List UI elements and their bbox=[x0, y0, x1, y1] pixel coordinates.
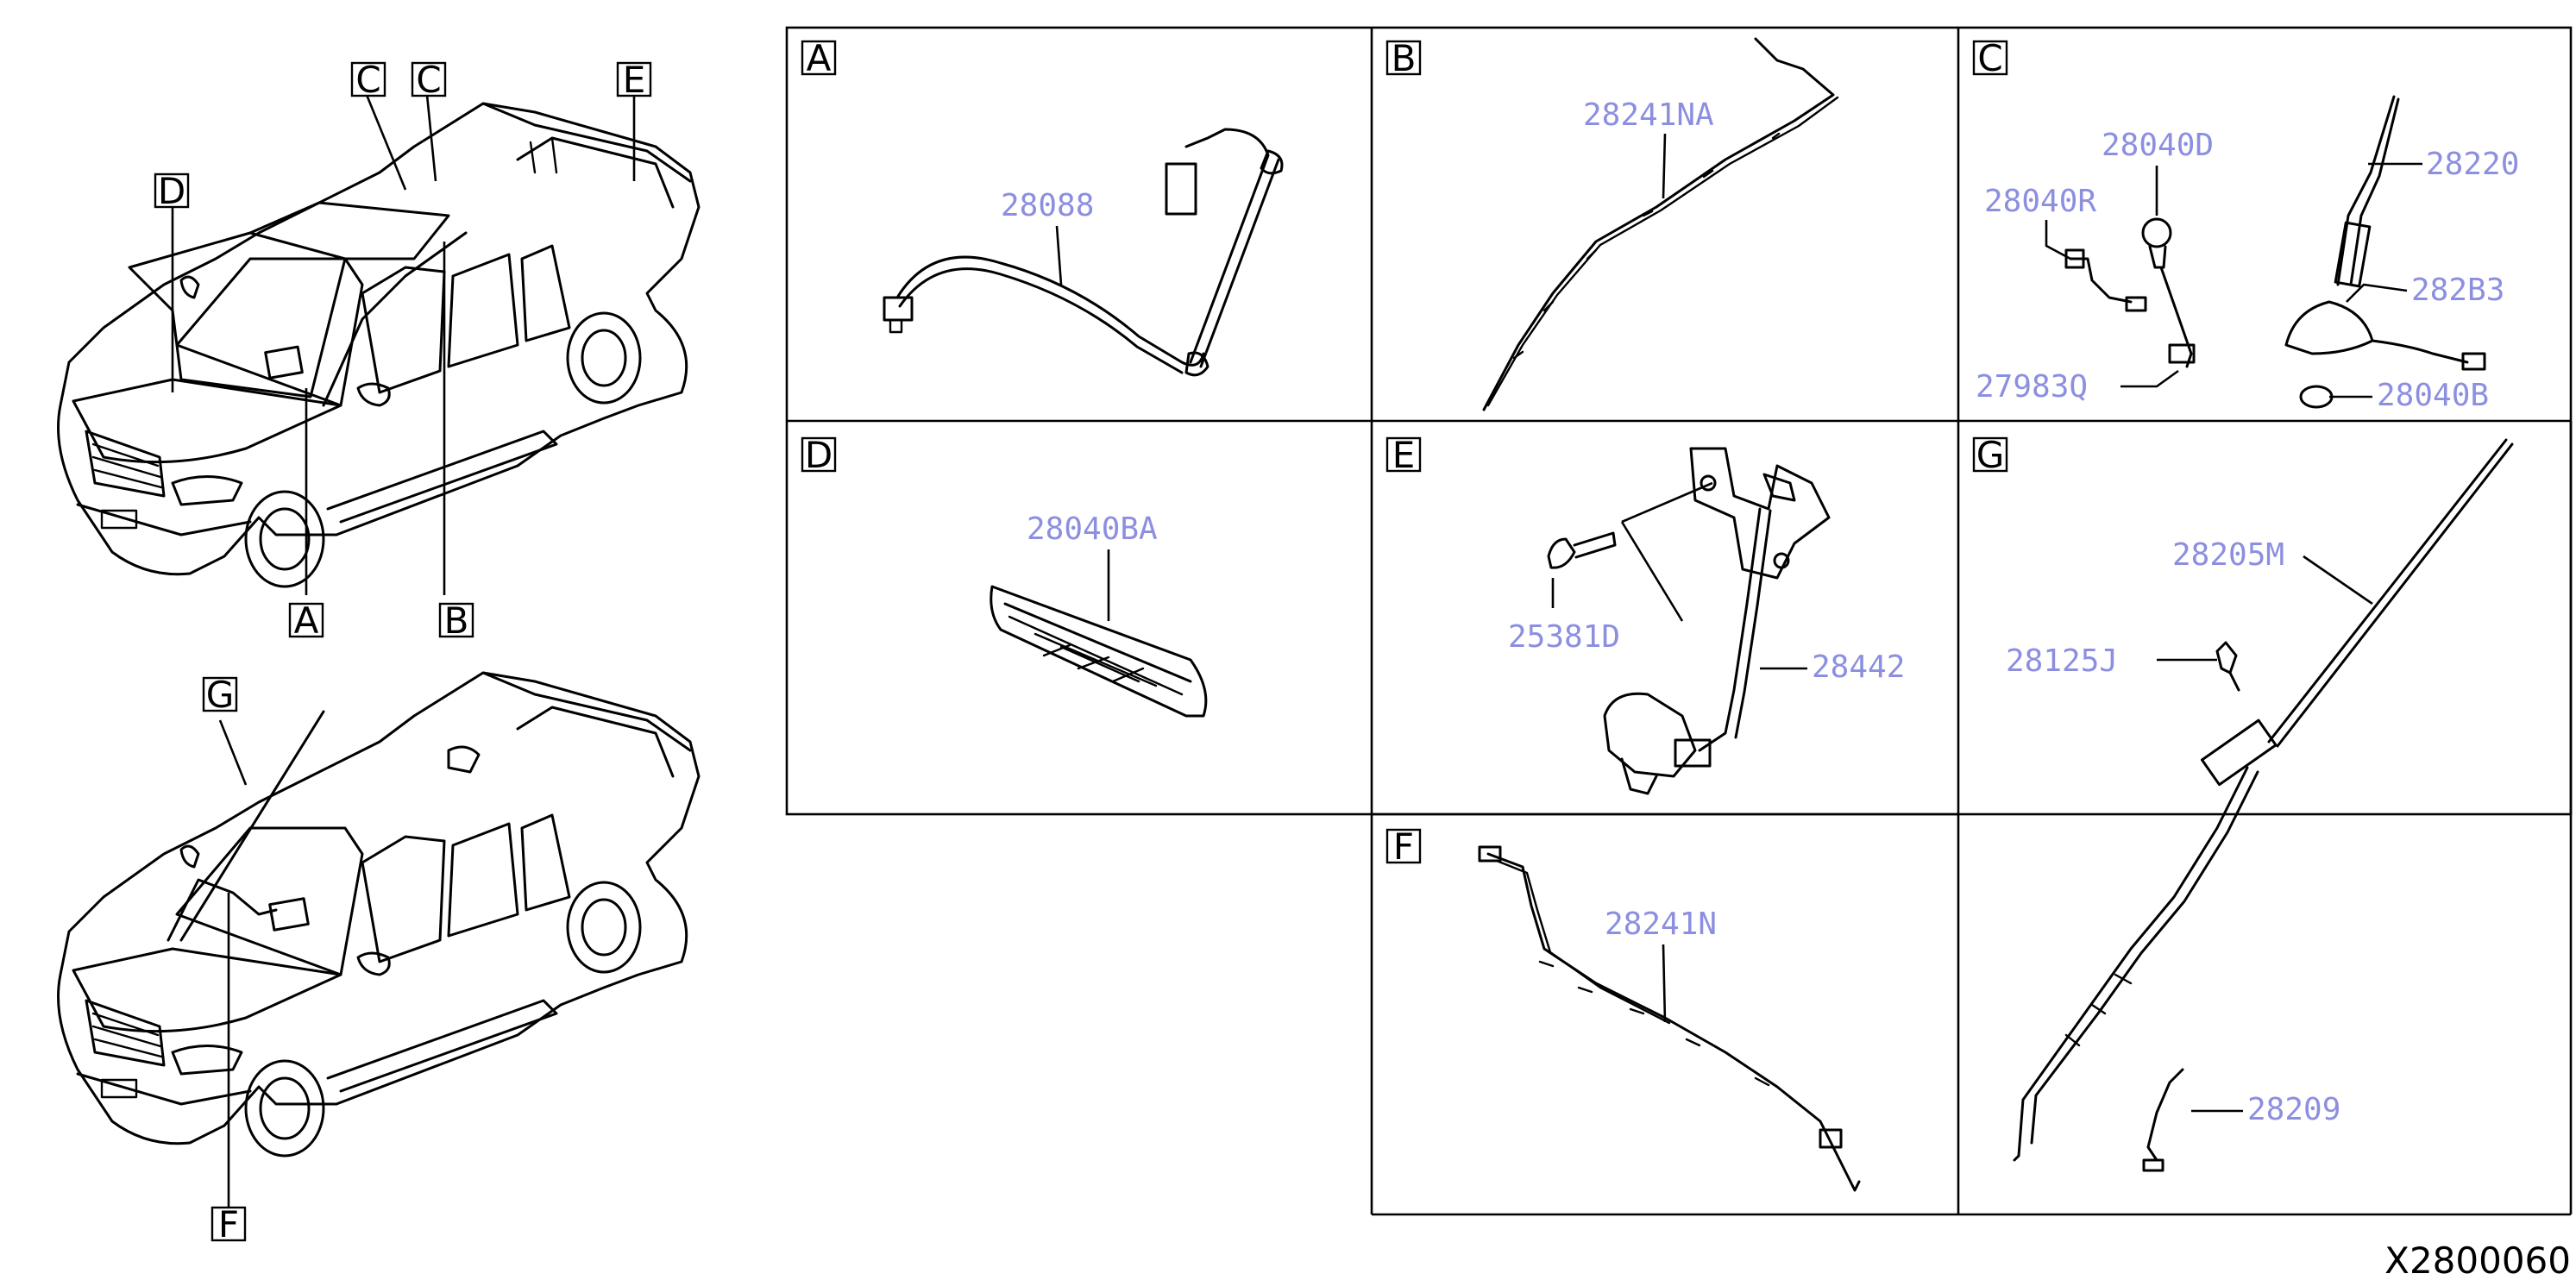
panel-e-label: E bbox=[1392, 434, 1416, 476]
callout-f: F bbox=[218, 1203, 239, 1245]
part-282b3: 282B3 bbox=[2411, 273, 2504, 308]
panel-b: B 28241NA bbox=[1385, 37, 1839, 411]
part-25381d: 25381D bbox=[1508, 619, 1620, 655]
callout-b: B bbox=[444, 599, 469, 642]
part-28040ba: 28040BA bbox=[1027, 511, 1158, 547]
part-28040b: 28040B bbox=[2377, 378, 2489, 413]
panel-a: A 28088 bbox=[801, 37, 1284, 377]
panel-e: E 25381D 28442 bbox=[1385, 434, 1905, 795]
panel-c-label: C bbox=[1977, 37, 2002, 79]
panel-g: G 28205M 28125J 28209 bbox=[1972, 434, 2514, 1172]
callout-c1: C bbox=[355, 59, 380, 101]
part-28241na: 28241NA bbox=[1583, 97, 1714, 133]
callout-g: G bbox=[206, 674, 235, 716]
part-28209: 28209 bbox=[2247, 1092, 2340, 1127]
panel-c: C 28040D 28220 28040R 282B3 27983Q 28040… bbox=[1972, 37, 2519, 413]
part-28125j: 28125J bbox=[2006, 643, 2118, 679]
part-28220: 28220 bbox=[2426, 147, 2519, 182]
part-28040d: 28040D bbox=[2102, 128, 2214, 163]
callout-d: D bbox=[158, 170, 185, 212]
callout-a: A bbox=[294, 599, 319, 642]
panel-f: F 28241N bbox=[1385, 825, 1861, 1192]
part-28205m: 28205M bbox=[2172, 537, 2284, 573]
panel-f-label: F bbox=[1393, 825, 1414, 868]
truck-bottom-illustration: G F bbox=[57, 671, 701, 1245]
drawing-number: X2800060 bbox=[2384, 1239, 2571, 1280]
panel-grid bbox=[785, 26, 2573, 1216]
part-27983q: 27983Q bbox=[1976, 369, 2088, 405]
callout-e: E bbox=[623, 59, 646, 101]
truck-top-illustration: C C E D A B bbox=[57, 59, 701, 642]
callout-c2: C bbox=[416, 59, 441, 101]
part-28088: 28088 bbox=[1001, 188, 1094, 223]
part-28442: 28442 bbox=[1812, 649, 1905, 685]
part-28040r: 28040R bbox=[1984, 184, 2096, 219]
panel-g-label: G bbox=[1976, 434, 2005, 476]
panel-d-label: D bbox=[805, 434, 832, 476]
panel-a-label: A bbox=[807, 37, 832, 79]
panel-d: D 28040BA bbox=[801, 434, 1208, 718]
panel-b-label: B bbox=[1392, 37, 1417, 79]
part-28241n: 28241N bbox=[1605, 907, 1717, 942]
